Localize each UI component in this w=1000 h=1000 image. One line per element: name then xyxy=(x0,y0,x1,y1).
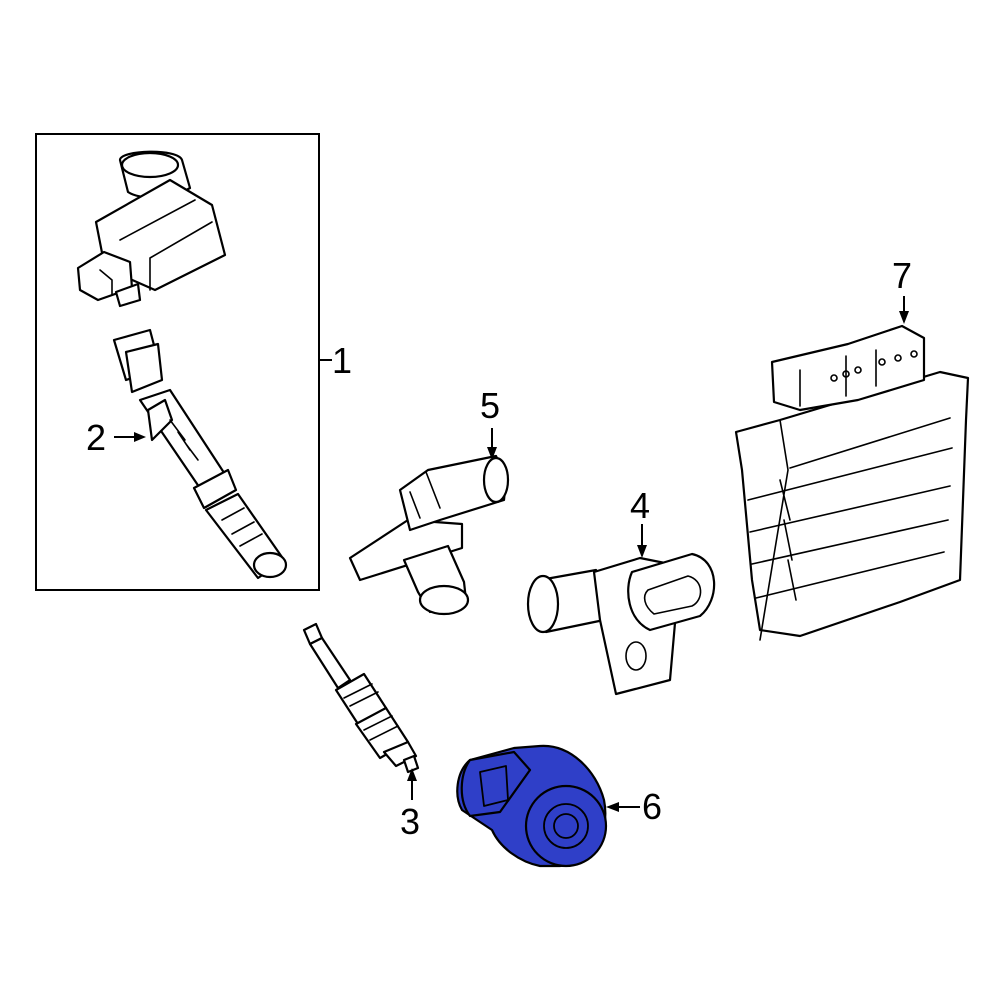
coil-assembly-box xyxy=(35,133,320,591)
crankshaft-sensor[interactable] xyxy=(526,552,716,696)
callout-label-7[interactable]: 7 xyxy=(892,255,912,296)
callout-arrowhead-7 xyxy=(899,311,909,324)
callout-arrowhead-4 xyxy=(637,545,647,558)
callout-arrowhead-2 xyxy=(134,432,146,442)
engine-control-module[interactable] xyxy=(734,324,970,641)
callout-arrows xyxy=(114,296,909,812)
callout-labels: 1 2 3 4 5 6 7 xyxy=(86,255,912,842)
ignition-coil[interactable] xyxy=(76,150,227,308)
callout-label-3[interactable]: 3 xyxy=(400,801,420,842)
callout-arrowhead-6 xyxy=(606,802,619,812)
callout-label-5[interactable]: 5 xyxy=(480,385,500,426)
camshaft-sensor[interactable] xyxy=(348,454,510,616)
spark-plug[interactable] xyxy=(302,622,420,774)
callout-label-6[interactable]: 6 xyxy=(642,786,662,827)
coil-boot[interactable] xyxy=(112,328,288,580)
callout-label-4[interactable]: 4 xyxy=(630,485,650,526)
knock-sensor[interactable] xyxy=(456,744,608,868)
callout-arrowhead-3 xyxy=(407,768,417,781)
callout-label-2[interactable]: 2 xyxy=(86,417,106,458)
callout-label-1[interactable]: 1 xyxy=(332,340,352,381)
callout-arrowhead-5 xyxy=(487,447,497,460)
